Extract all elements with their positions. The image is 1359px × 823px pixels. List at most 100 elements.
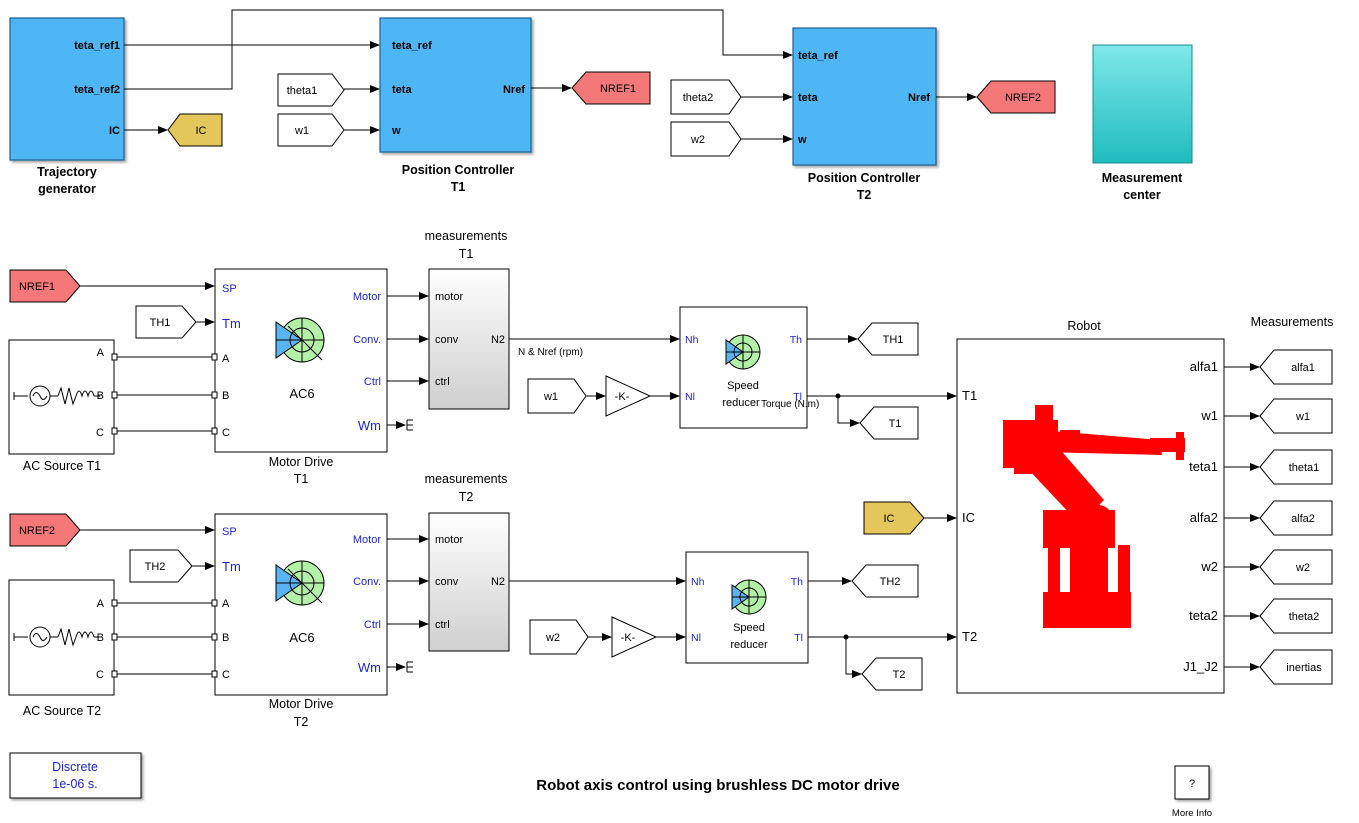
port-label: B [222,390,229,402]
port-label: Th [790,334,802,346]
port-label: Ctrl [364,376,381,388]
speed-reducer-icon [731,579,767,615]
nref2-from-tag[interactable]: NREF2 [9,513,81,547]
port-label: ctrl [435,376,450,388]
port-label: teta2 [1189,608,1218,623]
pc2-label-2: T2 [857,188,872,202]
axis1-signal-lines [80,282,957,432]
svg-text:theta2: theta2 [1289,611,1320,623]
trajectory-generator-block[interactable]: teta_ref1 teta_ref2 IC [9,17,125,161]
port-label: Nref [503,84,525,96]
gain-block-t1[interactable]: -K- [605,375,652,417]
svg-text:T1: T1 [889,418,902,430]
port-label: motor [435,291,463,303]
t1-goto-tag[interactable]: T1 [859,406,919,440]
help-icon: ? [1189,778,1195,790]
nref1-from-tag[interactable]: NREF1 [9,269,81,303]
powergui-block[interactable]: Discrete 1e-06 s. [9,752,142,799]
port-label: C [96,669,104,681]
port-label: N2 [491,334,505,346]
motor-drive-t1-block[interactable]: SP Tm A B C Motor Conv. Ctrl Wm AC6 [214,268,388,453]
theta1-from-tag[interactable]: theta1 [277,73,345,107]
reducer-label-2: reducer [722,397,760,409]
t2-goto-tag[interactable]: T2 [861,657,923,691]
drive-name: AC6 [289,630,314,645]
port-label: Tl [793,391,802,403]
port-label: teta [798,92,818,104]
robot-title: Robot [1067,319,1101,333]
w1-from-tag-axis1[interactable]: w1 [527,378,587,414]
svg-text:NREF1: NREF1 [19,281,55,293]
port-label: Th [791,576,803,588]
th1-goto-tag[interactable]: TH1 [857,322,919,356]
port-label: w1 [1200,408,1218,423]
trajectory-label-2: generator [38,182,96,196]
measurements-title: Measurements [1251,315,1334,329]
powergui-line-1: Discrete [52,760,98,774]
more-info-label: More Info [1172,808,1212,819]
w2-from-tag-top[interactable]: w2 [670,121,742,157]
port-label: Tm [222,559,241,574]
measurements-t2-title-2: T2 [459,490,474,504]
ac-source-t2-label: AC Source T2 [23,704,101,718]
w1-from-tag[interactable]: w1 [277,113,345,147]
measurements-t2-block[interactable]: motor conv ctrl N2 [428,512,510,652]
port-label: Nl [691,632,701,644]
port-label: A [97,347,105,359]
measurement-center-block[interactable] [1092,44,1193,164]
port-label: Conv. [353,576,381,588]
position-controller-t2-block[interactable]: teta_ref teta w Nref [792,27,937,166]
port-label: Motor [353,291,381,303]
motor-drive-icon [275,317,325,363]
port-label: teta_ref [392,40,432,52]
speed-reducer-t1-block[interactable]: Nh Nl Th Tl Speed reducer [679,306,808,429]
ic-goto-tag[interactable]: IC [167,113,223,147]
robot-arm-icon [1003,405,1185,628]
wm-terminator-t1 [387,419,413,431]
motor-drive-t2-block[interactable]: SP Tm A B C Motor Conv. Ctrl Wm AC6 [214,513,388,696]
port-label: teta_ref [798,50,838,62]
theta2-from-tag[interactable]: theta2 [670,79,742,115]
svg-text:T2: T2 [893,669,906,681]
motor-drive-t2-label-1: Motor Drive [269,697,334,711]
svg-text:alfa1: alfa1 [1291,362,1315,374]
reducer-label-2: reducer [730,639,768,651]
reducer-label-1: Speed [727,380,759,392]
motor-drive-t1-label-2: T1 [294,472,309,486]
port-label: alfa2 [1190,510,1218,525]
more-info-button[interactable]: ? [1174,765,1210,800]
ic-from-tag-robot[interactable]: IC [863,501,925,535]
ac-source-t2-block[interactable]: A B C [8,579,115,696]
port-label: Wm [358,660,381,675]
nref2-goto-tag[interactable]: NREF2 [976,80,1056,114]
nref1-goto-tag[interactable]: NREF1 [571,71,651,105]
measurements-t1-block[interactable]: motor conv ctrl N2 [428,268,510,410]
axis2-signal-lines [80,526,957,678]
pc2-label-1: Position Controller [808,171,921,185]
position-controller-t1-block[interactable]: teta_ref teta w Nref [379,17,532,153]
ac-source-icon [13,626,100,648]
svg-text:NREF2: NREF2 [1005,92,1041,104]
robot-block[interactable]: T1 IC T2 alfa1 w1 teta1 alfa2 w2 teta2 J… [956,338,1225,694]
motor-drive-t1-label-1: Motor Drive [269,455,334,469]
port-label: teta [392,84,412,96]
port-label: SP [222,526,237,538]
port-label: Conv. [353,334,381,346]
port-label: w2 [1200,559,1218,574]
svg-text:inertias: inertias [1286,662,1322,674]
port-label: Ctrl [364,619,381,631]
th1-from-tag[interactable]: TH1 [135,305,197,339]
model-title: Robot axis control using brushless DC mo… [536,777,899,794]
th2-from-tag[interactable]: TH2 [129,549,193,583]
th2-goto-tag[interactable]: TH2 [851,564,919,598]
port-label: C [222,669,230,681]
gain-block-t2[interactable]: -K- [611,616,658,658]
motor-drive-icon [275,560,325,606]
wm-terminator-t2 [387,661,413,673]
w2-from-tag-axis2[interactable]: w2 [529,619,589,655]
measurement-goto-tags[interactable]: alfa1 w1 theta1 alfa2 w2 theta2 inertias [1259,349,1333,685]
ac-source-t1-block[interactable]: A B C [8,339,115,455]
port-label: B [97,632,104,644]
speed-reducer-t2-block[interactable]: Nh Nl Th Tl Speed reducer [685,551,809,664]
port-label: J1_J2 [1183,659,1218,674]
